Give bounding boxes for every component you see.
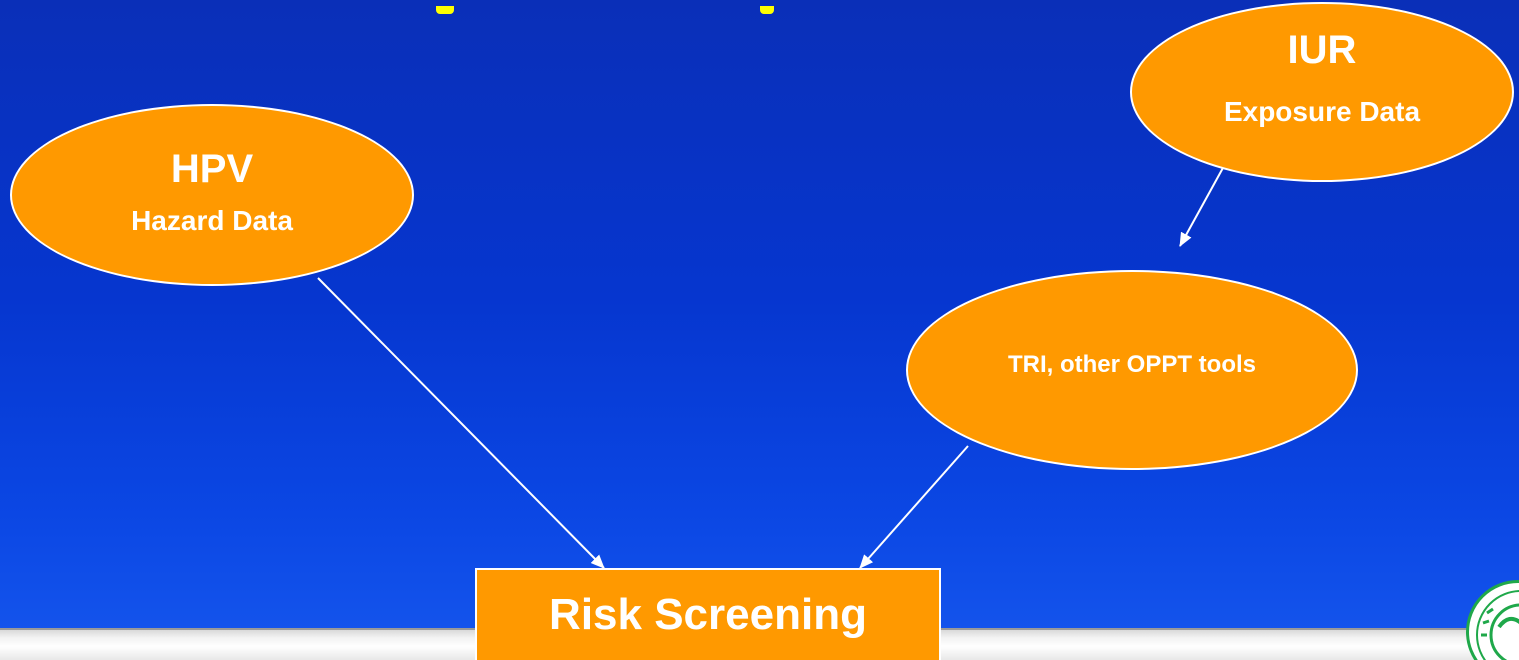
seal-icon: [1476, 590, 1519, 660]
node-iur: IUR Exposure Data: [1130, 2, 1514, 182]
edge-tri-to-risk: [859, 445, 969, 569]
node-risk-screening: Risk Screening: [475, 568, 941, 660]
node-tri: TRI, other OPPT tools: [906, 270, 1358, 470]
node-hpv-subtitle: Hazard Data: [131, 205, 293, 236]
node-tri-label: TRI, other OPPT tools: [1007, 351, 1256, 378]
node-hpv-title: HPV: [170, 147, 254, 191]
edge-hpv-to-risk: [317, 277, 605, 569]
slide-title-cropped: [0, 0, 1519, 18]
node-hpv: HPV Hazard Data: [10, 104, 414, 286]
edge-iur-to-tri: [1179, 165, 1225, 247]
node-iur-title: IUR: [1287, 28, 1357, 72]
node-iur-subtitle: Exposure Data: [1223, 96, 1421, 127]
